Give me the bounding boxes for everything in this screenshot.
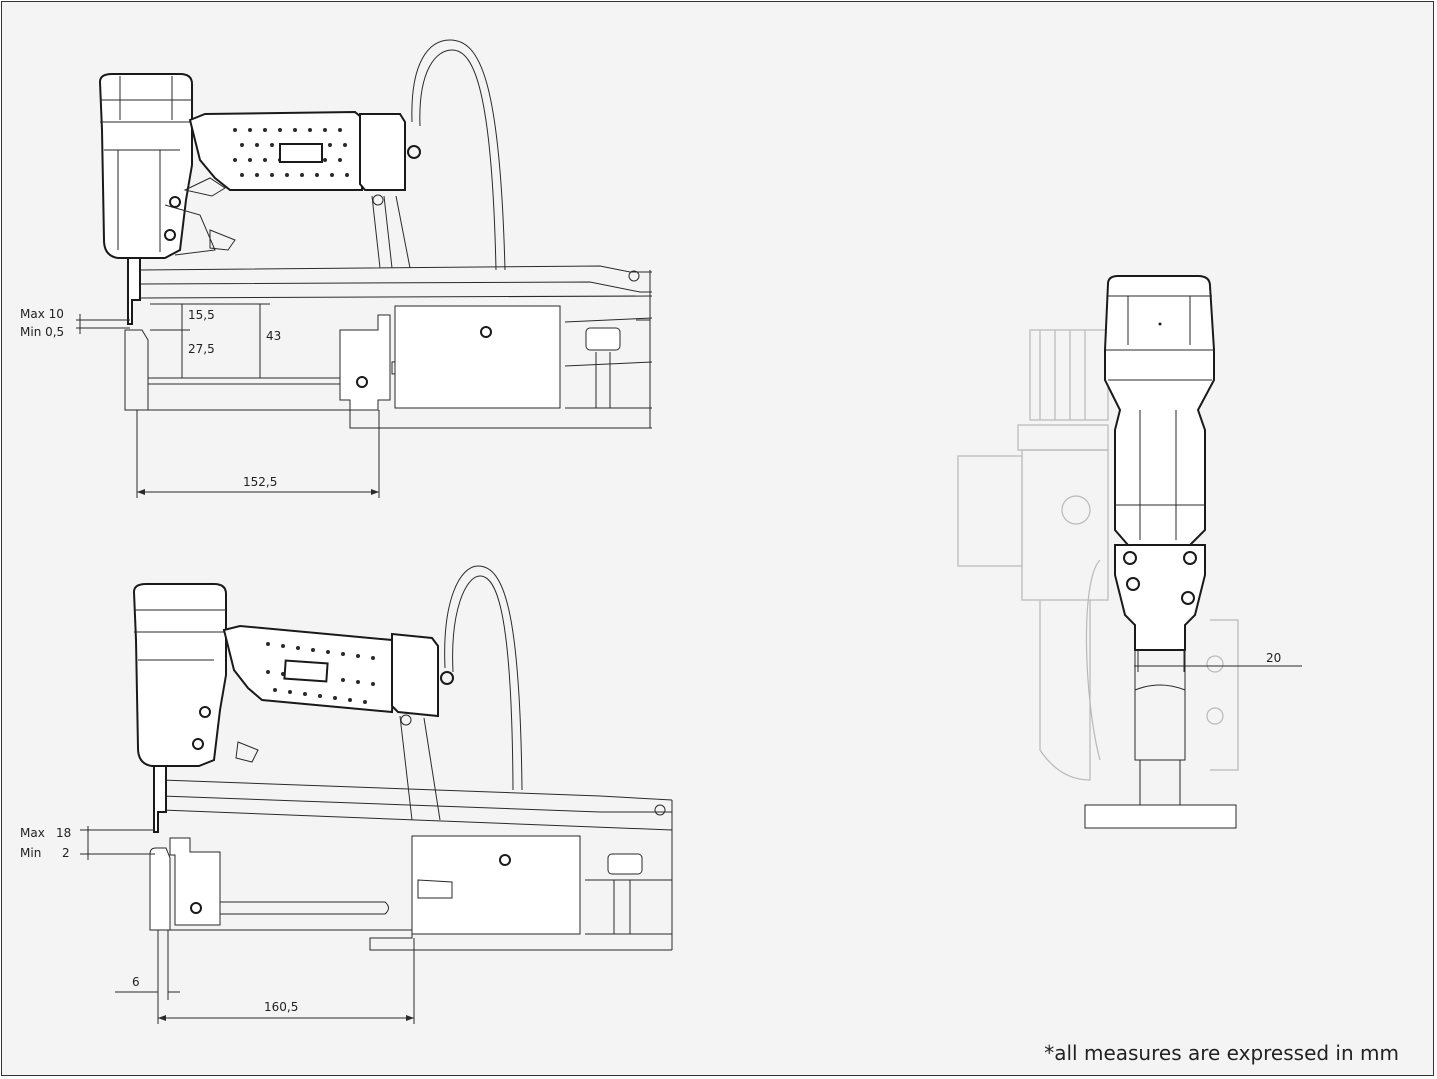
top-side-view: Max 10 Min 0,5 15,5 27,5 43 152,5	[20, 39, 653, 498]
bottom-side-view: Max 18 Min 2 6 160,5	[20, 565, 673, 1024]
dim-152-5: 152,5	[243, 475, 277, 489]
dim-27-5: 27,5	[188, 342, 215, 356]
brand-logo	[279, 143, 323, 163]
motor-housing-2	[132, 583, 227, 767]
dim-min-value: 2	[62, 846, 70, 860]
dim-max-value: 18	[56, 826, 71, 840]
motor-housing	[98, 73, 193, 259]
dim-min05-label: Min 0,5	[20, 325, 64, 339]
measurement-note: *all measures are expressed in mm	[1044, 1041, 1399, 1065]
dim-43: 43	[266, 329, 281, 343]
dims-top: Max 10 Min 0,5 15,5 27,5 43 152,5	[20, 303, 380, 498]
handle-grip	[188, 110, 363, 191]
dim-15-5: 15,5	[188, 308, 215, 322]
dim-160-5: 160,5	[264, 1000, 298, 1014]
dim-6: 6	[132, 975, 140, 989]
front-housing	[1104, 275, 1215, 546]
dim-max-label: Max	[20, 826, 45, 840]
dim-max10-label: Max 10	[20, 307, 64, 321]
dim-20: 20	[1266, 651, 1281, 665]
grip-dots	[233, 128, 349, 177]
front-view: 20	[957, 275, 1302, 829]
dims-bottom: Max 18 Min 2 6 160,5	[20, 826, 415, 1024]
dim-min-label: Min	[20, 846, 41, 860]
